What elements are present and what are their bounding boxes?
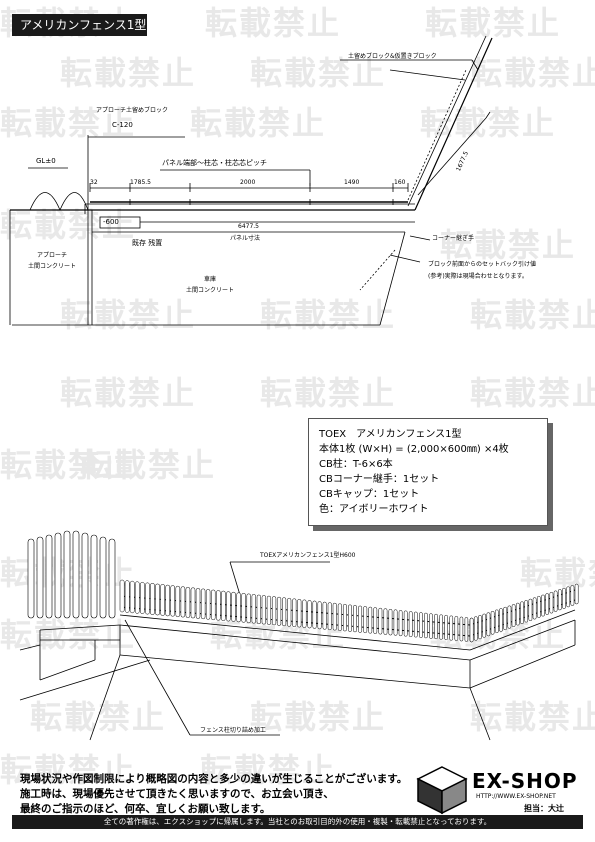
dim-4: 160 [394, 179, 406, 186]
label-panel-size: パネル寸法 [230, 235, 261, 242]
cube-icon [416, 766, 468, 815]
label-600: -600 [103, 218, 119, 226]
dim-6477: 6477.5 [238, 223, 259, 230]
spec-line: CB柱：T-6×6本 [319, 459, 393, 470]
spec-line: 本体1枚 (W×H) = (2,000×600㎜) ×4枚 [319, 444, 509, 455]
gate-pickets [27, 530, 116, 619]
label-fence: TOEXアメリカンフェンス1型H600 [260, 552, 356, 559]
spec-line: CBキャップ：1セット [319, 489, 420, 500]
label-block-top: 土留めブロック&仮置きブロック [348, 53, 437, 60]
notice-line: 現場状況や作図制限により概略図の内容と多少の違いが生じることがございます。 [20, 773, 408, 785]
label-approach: アプローチ 土間コンクリート [28, 252, 77, 270]
label-setback-1: ブロック前面からのセットバック引け値 [428, 261, 537, 268]
notice-text: 現場状況や作図制限により概略図の内容と多少の違いが生じることがございます。 施工… [20, 772, 407, 817]
dim-1: 1785.5 [130, 179, 151, 186]
label-cut: フェンス柱切り詰め加工 [200, 727, 266, 734]
fence-pickets [119, 579, 579, 643]
label-gl: GL±0 [36, 157, 56, 165]
label-garage: 車庫 土間コンクリート [186, 276, 235, 294]
label-corner: コーナー継ぎ手 [432, 235, 475, 242]
spec-line: TOEX アメリカンフェンス1型 [319, 429, 462, 440]
label-panel-pitch: パネル端部～柱芯・柱芯芯ピッチ [162, 159, 267, 167]
notice-line: 最終のご指示のほど、何卒、宜しくお願い致します。 [20, 803, 271, 815]
label-existing: 既存 残置 [132, 239, 163, 247]
logo-name: EX-SHOP [472, 769, 578, 793]
dim-32: 32 [90, 179, 98, 186]
dim-3: 1490 [344, 179, 360, 186]
label-c120: C-120 [112, 121, 133, 129]
page-title: アメリカンフェンス1型 [12, 14, 147, 36]
notice-line: 施工時は、現場優先させて頂きたく思いますので、お立会い頂き、 [20, 788, 334, 800]
spec-line: 色：アイボリーホワイト [319, 504, 429, 515]
label-approach-block: アプローチ土留めブロック [96, 107, 169, 114]
label-setback-2: (参考)実際は現場合わせとなります。 [428, 273, 528, 280]
spec-line: CBコーナー継手：1セット [319, 474, 440, 485]
logo-url: HTTP://WWW.EX-SHOP.NET [476, 793, 556, 800]
footer-copyright: 全ての著作権は、エクスショップに帰属します。当社とのお取引目的外の使用・複製・転… [12, 815, 583, 829]
dim-2: 2000 [240, 179, 256, 186]
company-logo: EX-SHOP HTTP://WWW.EX-SHOP.NET 担当：大辻 [416, 765, 581, 815]
person-in-charge: 担当：大辻 [524, 804, 564, 813]
spec-box: TOEX アメリカンフェンス1型 本体1枚 (W×H) = (2,000×600… [308, 418, 548, 526]
